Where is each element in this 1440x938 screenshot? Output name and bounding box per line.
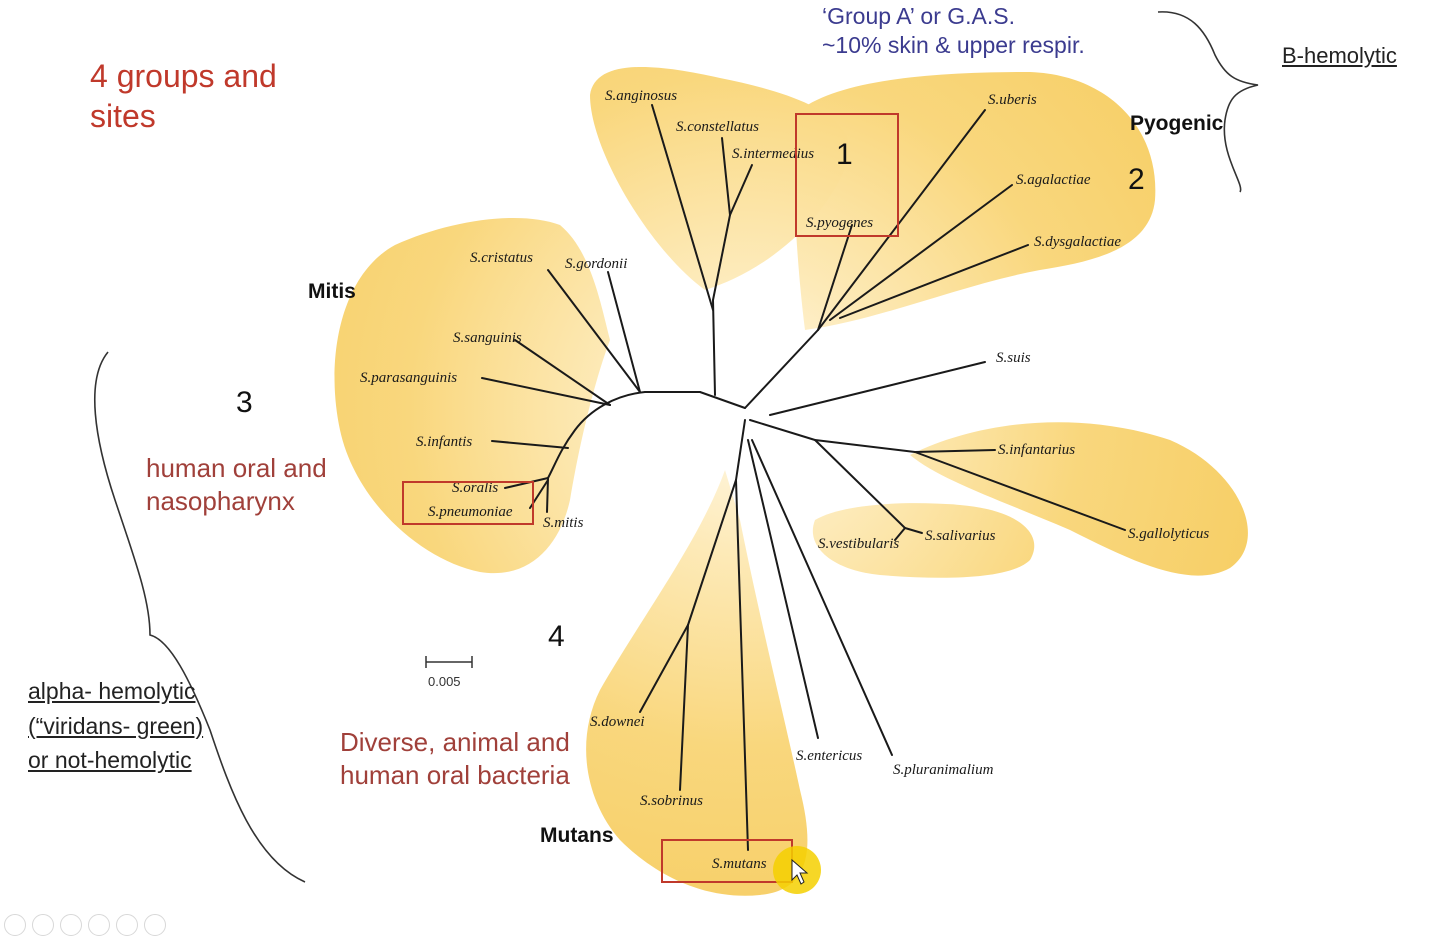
branch-constell-node xyxy=(712,214,731,301)
prev-slide-icon[interactable] xyxy=(4,914,26,936)
label-constellatus: S.constellatus xyxy=(676,119,759,135)
branch-salivarius-node xyxy=(814,439,906,529)
branch-mitis-arc xyxy=(547,391,646,479)
branch-cristatus xyxy=(547,269,641,393)
branch-gallolyticus xyxy=(914,451,1126,531)
branch-mutans-stem xyxy=(735,419,746,481)
cursor-arrow-icon xyxy=(791,858,809,885)
clade-mutans xyxy=(586,470,808,896)
label-gallolyticus: S.gallolyticus xyxy=(1128,526,1209,542)
label-gordonii: S.gordonii xyxy=(565,256,627,272)
branch-parasanguinis xyxy=(481,377,611,406)
grid-icon[interactable] xyxy=(88,914,110,936)
label-infantis: S.infantis xyxy=(416,434,472,450)
group-number-4: 4 xyxy=(548,620,565,653)
branch-pyogenic-stem xyxy=(744,329,819,409)
branch-sobrinus xyxy=(679,624,689,791)
diverse-note: Diverse, animal and human oral bacteria xyxy=(340,727,570,790)
label-intermedius: S.intermedius xyxy=(732,146,814,162)
group-label-pyogenic: Pyogenic xyxy=(1130,112,1224,135)
label-cristatus: S.cristatus xyxy=(470,250,533,266)
label-uberis: S.uberis xyxy=(988,92,1037,108)
branch-downei-node xyxy=(687,479,737,626)
branch-pyogenes xyxy=(817,224,853,331)
label-mitis: S.mitis xyxy=(543,515,584,531)
label-pluranimalium: S.pluranimalium xyxy=(893,762,994,778)
label-parasanguinis: S.parasanguinis xyxy=(360,370,457,386)
clade-anginosus xyxy=(590,66,850,290)
label-infantarius: S.infantarius xyxy=(998,442,1075,458)
slide-toolbar xyxy=(4,914,166,936)
label-dysgalactiae: S.dysgalactiae xyxy=(1034,234,1121,250)
label-agalactiae: S.agalactiae xyxy=(1016,172,1091,188)
beta-hemolytic-label: B-hemolytic xyxy=(1282,43,1397,68)
label-salivarius: S.salivarius xyxy=(925,528,996,544)
branch-vestibularis xyxy=(894,527,906,541)
braces xyxy=(93,11,1259,883)
slide-title: 4 groups and sites xyxy=(90,58,277,134)
branch-infantarius xyxy=(914,449,996,453)
label-vestibularis: S.vestibularis xyxy=(818,536,899,552)
label-oralis: S.oralis xyxy=(452,480,498,496)
zoom-icon[interactable] xyxy=(116,914,138,936)
label-pyogenes: S.pyogenes xyxy=(806,215,873,231)
label-sobrinus: S.sobrinus xyxy=(640,793,703,809)
alpha-hemolytic-label: alpha- hemolytic (“viridans- green) or n… xyxy=(28,678,204,773)
branch-uberis xyxy=(817,109,986,331)
scale-bar-label: 0.005 xyxy=(428,674,461,689)
branch-mitis-leaf xyxy=(546,477,549,513)
branch-anginosus xyxy=(651,104,714,311)
branch-intermedius xyxy=(729,164,753,216)
branch-suis xyxy=(769,361,986,416)
species-labels: S.anginosus S.constellatus S.intermedius… xyxy=(360,88,1209,872)
label-anginosus: S.anginosus xyxy=(605,88,677,104)
scale-bar xyxy=(425,656,473,668)
highlight-pyogenes xyxy=(795,113,899,237)
branch-constellatus xyxy=(721,137,731,216)
branch-agalactiae xyxy=(829,184,1013,321)
next-slide-icon[interactable] xyxy=(32,914,54,936)
label-downei: S.downei xyxy=(590,714,645,730)
branch-center-up xyxy=(712,299,716,396)
branch-gordonii xyxy=(607,271,641,393)
branch-infantarius-node xyxy=(814,439,916,453)
brace-alpha xyxy=(93,351,306,883)
branch-infantis xyxy=(491,440,569,449)
tree-branches xyxy=(481,104,1126,851)
group-number-1: 1 xyxy=(836,138,853,171)
label-entericus: S.entericus xyxy=(796,748,862,764)
label-suis: S.suis xyxy=(996,350,1031,366)
branch-downei xyxy=(639,624,689,713)
highlight-pneumoniae xyxy=(402,481,534,525)
pen-icon[interactable] xyxy=(60,914,82,936)
branch-salivarius xyxy=(904,527,923,534)
group-number-3: 3 xyxy=(236,386,253,419)
label-pneumoniae: S.pneumoniae xyxy=(428,504,513,520)
branch-dysgalactiae xyxy=(839,244,1029,319)
oral-sites-note: human oral and nasopharynx xyxy=(146,453,327,516)
branch-entericus xyxy=(747,439,819,739)
group-number-2: 2 xyxy=(1128,163,1145,196)
gas-note: ‘Group A’ or G.A.S. ~10% skin & upper re… xyxy=(822,3,1085,58)
group-label-mutans: Mutans xyxy=(540,824,614,847)
clade-pyogenic xyxy=(794,72,1156,330)
more-icon[interactable] xyxy=(144,914,166,936)
label-mutans: S.mutans xyxy=(712,856,767,872)
branch-mutans-sp xyxy=(735,479,749,851)
group-label-mitis: Mitis xyxy=(308,280,356,303)
brace-beta xyxy=(1157,11,1259,193)
branch-sal-stem xyxy=(749,419,816,441)
branch-center-left xyxy=(699,391,746,409)
clade-salivarius xyxy=(812,503,1035,578)
clade-infantarius-gallolyticus xyxy=(910,422,1248,576)
branch-pluranimalium xyxy=(751,439,893,756)
label-sanguinis: S.sanguinis xyxy=(453,330,522,346)
branch-sanguinis xyxy=(514,339,611,406)
